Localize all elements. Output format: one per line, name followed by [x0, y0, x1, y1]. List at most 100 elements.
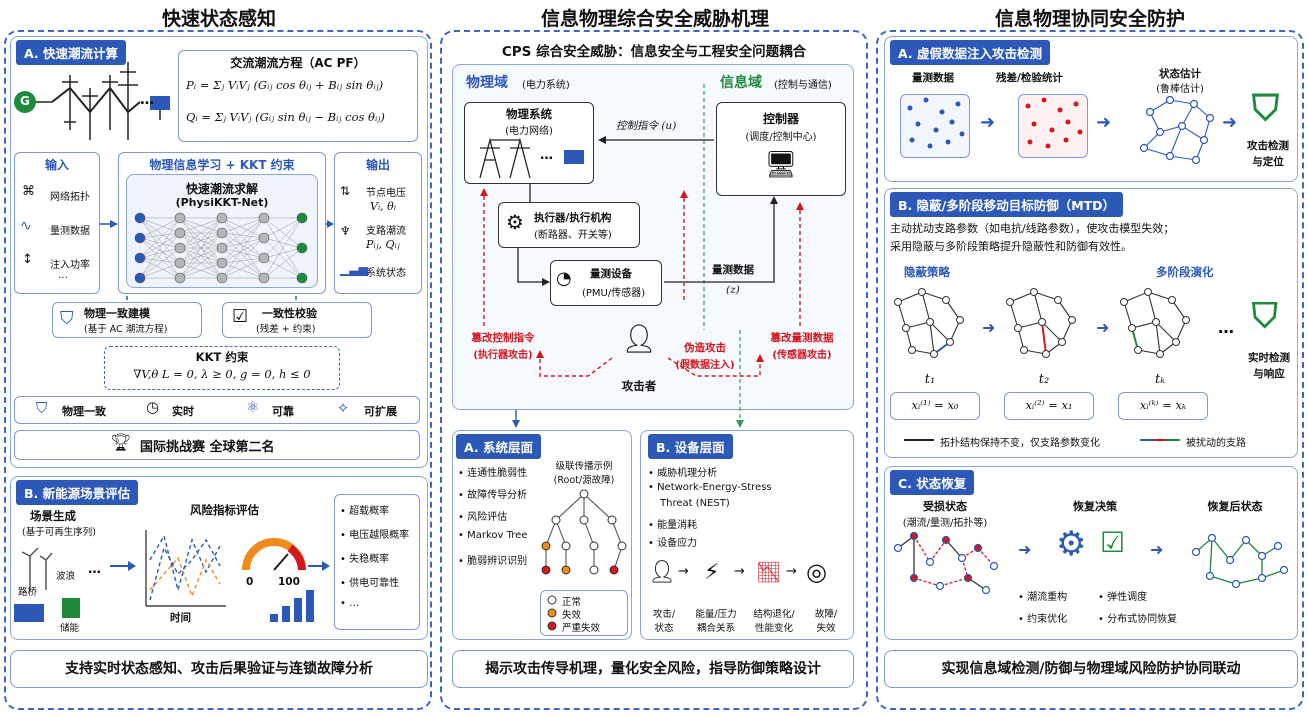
- mtd-desc-1: 主动扰动支路参数（如电抗/线路参数），使攻击模型失效；: [890, 222, 1175, 235]
- risk-title: 风险指标评估: [190, 503, 259, 517]
- hacker-icon: 👤︎: [621, 322, 657, 355]
- mtd-shield-icon: ⛉: [1252, 296, 1278, 336]
- dev-hacker-icon: 👤︎: [648, 560, 676, 585]
- right-column-title: 信息物理协同安全防护: [994, 8, 1185, 30]
- mtd-arrow-2: ➜: [1096, 318, 1110, 337]
- risk-item-instability: 失稳概率: [340, 550, 389, 565]
- chain-arrows: →: [678, 564, 689, 579]
- fdi-residual-box: [1018, 94, 1088, 158]
- feature-consistent: 物理一致: [62, 405, 106, 418]
- right-footer: 实现信息域检测/防御与物理域风险防护协同联动: [884, 650, 1298, 688]
- left-section-b-tag: B. 新能源场景评估: [16, 480, 139, 505]
- mtd-xk-box: [1118, 392, 1208, 420]
- learning-title: 物理信息学习 + KKT 约束: [149, 158, 295, 172]
- trophy-icon: 🏆︎: [110, 433, 132, 453]
- mtd-t2: t₂: [1038, 372, 1050, 387]
- time-label: 时间: [170, 612, 191, 624]
- fingerprint-icon: ◎: [806, 558, 827, 586]
- award-box: [14, 430, 420, 460]
- fake-attack-sub: (假数据注入): [675, 360, 735, 371]
- bar-chart-icon: ▁▃▅: [340, 262, 368, 276]
- phys-domain-title: 物理域: [466, 75, 508, 91]
- mtd-legend-1: 拓扑结构保持不变，仅支路参数变化: [940, 438, 1100, 449]
- actuator-box: [498, 202, 640, 248]
- rec-item-distributed: 分布式协同恢复: [1098, 610, 1177, 625]
- input-box: [14, 152, 100, 294]
- controller-title: 控制器: [762, 112, 799, 126]
- mid-system-tag: A. 系统层面: [456, 434, 542, 459]
- damaged-sub: (潮流/量测/拓扑等): [902, 518, 988, 529]
- mtd-x2: xᵢ⁽²⁾ = x₁: [1025, 398, 1073, 412]
- rec-item-flow: 潮流重构: [1018, 588, 1067, 603]
- risk-item-overload: 超载概率: [340, 502, 389, 517]
- input-item-injection: 注入功率: [50, 260, 90, 271]
- mid-footer: 揭示攻击传导机理，量化安全风险，指导防御策略设计: [452, 650, 854, 688]
- fdi-arrow-1: ➜: [980, 112, 996, 133]
- feature-atom-icon: ⚛: [246, 398, 260, 416]
- generator-label: G: [20, 94, 30, 108]
- feature-network-icon: ⟡: [338, 398, 348, 416]
- dev-item-nest: Network-Energy-Stress: [648, 482, 772, 493]
- fdi-shield-icon: ⛉: [1252, 88, 1280, 129]
- kkt-box: [104, 346, 340, 390]
- gauge-max: 100: [278, 576, 300, 588]
- phys-system-sub: (电力网络): [505, 126, 553, 137]
- network-topology-icon: ⌘: [22, 184, 35, 199]
- road-label: 路桥: [18, 587, 38, 598]
- wave-label: 波浪: [56, 571, 76, 582]
- mtd-x2-box: [1004, 392, 1094, 420]
- dev-item-nest2: Threat (NEST): [660, 498, 730, 509]
- right-a-tag: A. 虚假数据注入攻击检测: [890, 40, 1051, 65]
- tamper-control-sub: (执行器攻击): [473, 350, 533, 361]
- mid-header: CPS 综合安全威胁：信息安全与工程安全问题耦合: [501, 44, 807, 60]
- damaged-label: 受损状态: [923, 500, 967, 513]
- hidden-strategy-label: 隐蔽策略: [904, 265, 950, 279]
- attacker-label: 攻击者: [621, 379, 657, 393]
- mtd-ellipsis: …: [1218, 318, 1234, 337]
- gauge-meter-icon: ◔: [556, 268, 572, 289]
- output-state: 系统状态: [366, 268, 406, 279]
- fdi-measure-label: 量测数据: [912, 72, 954, 84]
- consistency-box: [222, 302, 372, 338]
- right-c-tag: C. 状态恢复: [890, 470, 975, 495]
- mid-column-title: 信息物理综合安全威胁机理: [540, 8, 769, 30]
- checklist-icon: ☑: [232, 306, 249, 327]
- gear-icon: ⚙: [506, 210, 524, 234]
- chain-arrow-2: →: [734, 564, 745, 579]
- kkt-equation: ∇V,θ L = 0, λ ≥ 0, g = 0, h ≤ 0: [133, 367, 311, 381]
- input-item-topology: 网络拓扑: [50, 192, 90, 203]
- input-item-measure: 量测数据: [50, 226, 90, 237]
- mtd-legend-2: 被扰动的支路: [1186, 438, 1246, 449]
- shield-icon: ⛉: [60, 308, 74, 329]
- mtd-tk: tₖ: [1155, 372, 1165, 387]
- meter-box: [550, 260, 662, 306]
- mtd-desc-2: 采用隐蔽与多阶段策略提升隐蔽性和防御有效性。: [890, 240, 1132, 253]
- phys-model-label: 物理一致建模: [84, 307, 150, 320]
- cascade-sub: (Root/源故障): [553, 475, 615, 486]
- feature-clock-icon: ◷: [146, 398, 160, 416]
- sys-item-fault: 故障传导分析: [458, 486, 527, 501]
- solver-title: 快速潮流求解: [185, 182, 258, 196]
- decision-label: 恢复决策: [1073, 500, 1117, 513]
- output-voltage-sym: Vᵢ, θᵢ: [370, 200, 396, 213]
- sys-item-identify: 脆弱辨识识别: [458, 552, 527, 567]
- controller-sub: (调度/控制中心): [745, 132, 817, 143]
- left-section-a-tag: A. 快速潮流计算: [16, 40, 127, 65]
- dev-item-energy: 能量消耗: [648, 516, 697, 531]
- actuator-title: 执行器/执行机构: [534, 212, 612, 224]
- mtd-xk: xᵢ⁽ᵏ⁾ = xₖ: [1139, 398, 1187, 412]
- fdi-arrow-2: ➜: [1096, 112, 1112, 133]
- tamper-control-label: 篡改控制指令: [471, 332, 535, 344]
- injection-arrows-icon: ↕: [22, 252, 33, 267]
- controller-box: [716, 102, 846, 196]
- waveform-icon: ∿: [20, 218, 32, 234]
- mtd-realtime-label: 实时检测: [1248, 352, 1290, 364]
- control-command-label: 控制指令 (u): [616, 120, 677, 132]
- gauge-min: 0: [246, 576, 254, 588]
- award-text: 国际挑战赛 全球第二名: [140, 440, 275, 455]
- chain-label-failure: 故障/ 失效: [814, 609, 838, 634]
- multistage-label: 多阶段演化: [1156, 265, 1214, 279]
- sys-item-risk: 风险评估: [458, 508, 507, 523]
- fdi-residual-label: 残差/检验统计: [996, 72, 1063, 84]
- ac-pf-box: [178, 50, 418, 142]
